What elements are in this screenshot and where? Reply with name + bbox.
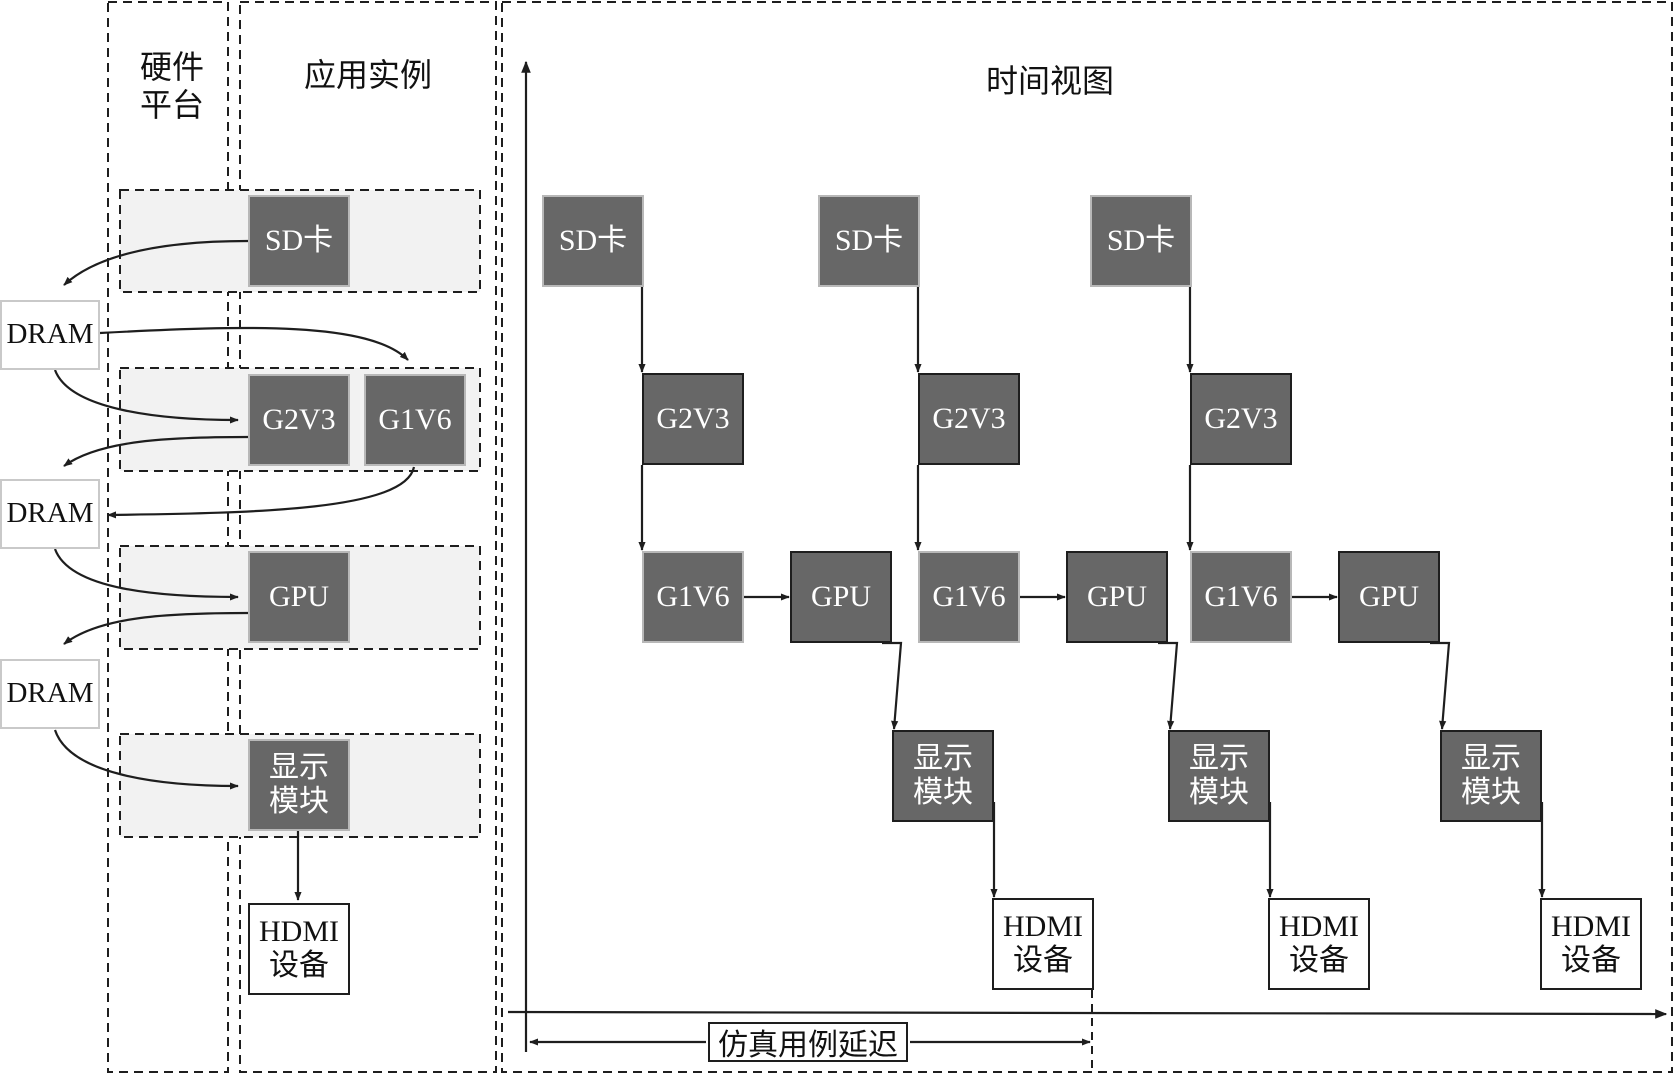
timeline-gpu-module: GPU xyxy=(790,551,892,643)
timeline-hdmi-device: HDMI 设备 xyxy=(1540,898,1642,990)
timeline-g1v6-module: G1V6 xyxy=(918,551,1020,643)
flow-sd-to-dram xyxy=(63,239,249,286)
timeline-g1v6-module: G1V6 xyxy=(1190,551,1292,643)
timeline-g1v6-module: G1V6 xyxy=(642,551,744,643)
g1v6-module: G1V6 xyxy=(364,374,466,466)
flow-dram-to-g1v6 xyxy=(99,326,409,361)
timeline-arrow-gpu-to-display xyxy=(1158,641,1179,730)
flow-dram-to-g2v3 xyxy=(53,369,239,424)
time-view-frame xyxy=(501,1,1673,1073)
timeline-display-module: 显示 模块 xyxy=(1168,730,1270,822)
time-view-label: 时间视图 xyxy=(985,63,1114,99)
timeline-display-module: 显示 模块 xyxy=(892,730,994,822)
latency-label: 仿真用例延迟 xyxy=(708,1022,908,1062)
hardware-platform-column xyxy=(107,1,229,1073)
dram-box: DRAM xyxy=(0,659,100,729)
app-instance-column xyxy=(239,1,497,1073)
timeline-hdmi-device: HDMI 设备 xyxy=(992,898,1094,990)
timeline-sd-card-module: SD卡 xyxy=(542,195,644,287)
flow-dram-to-gpu xyxy=(53,548,239,601)
timeline-sd-card-module: SD卡 xyxy=(1090,195,1192,287)
hdmi-device: HDMI 设备 xyxy=(248,903,350,995)
dram-box: DRAM xyxy=(0,300,100,370)
flow-g2v3-to-dram xyxy=(63,435,249,467)
timeline-gpu-module: GPU xyxy=(1338,551,1440,643)
g2v3-module: G2V3 xyxy=(248,374,350,466)
gpu-module: GPU xyxy=(248,551,350,643)
timeline-g2v3-module: G2V3 xyxy=(918,373,1020,465)
time-axis-horizontal xyxy=(507,1009,1668,1019)
flow-g1v6-to-dram xyxy=(107,466,416,519)
hardware-platform-label: 硬件 平台 xyxy=(139,49,204,124)
timeline-arrow-gpu-to-display xyxy=(1430,641,1451,730)
timeline-gpu-module: GPU xyxy=(1066,551,1168,643)
flow-dram-to-display xyxy=(53,729,239,790)
display-module: 显示 模块 xyxy=(248,739,350,831)
timeline-hdmi-device: HDMI 设备 xyxy=(1268,898,1370,990)
timeline-g2v3-module: G2V3 xyxy=(642,373,744,465)
timeline-g2v3-module: G2V3 xyxy=(1190,373,1292,465)
app-instance-label: 应用实例 xyxy=(303,57,432,93)
timeline-arrow-gpu-to-display xyxy=(882,641,903,730)
timeline-sd-card-module: SD卡 xyxy=(818,195,920,287)
timeline-display-module: 显示 模块 xyxy=(1440,730,1542,822)
dram-box: DRAM xyxy=(0,479,100,549)
sd-card-module: SD卡 xyxy=(248,195,350,287)
flow-gpu-to-dram xyxy=(63,611,249,645)
